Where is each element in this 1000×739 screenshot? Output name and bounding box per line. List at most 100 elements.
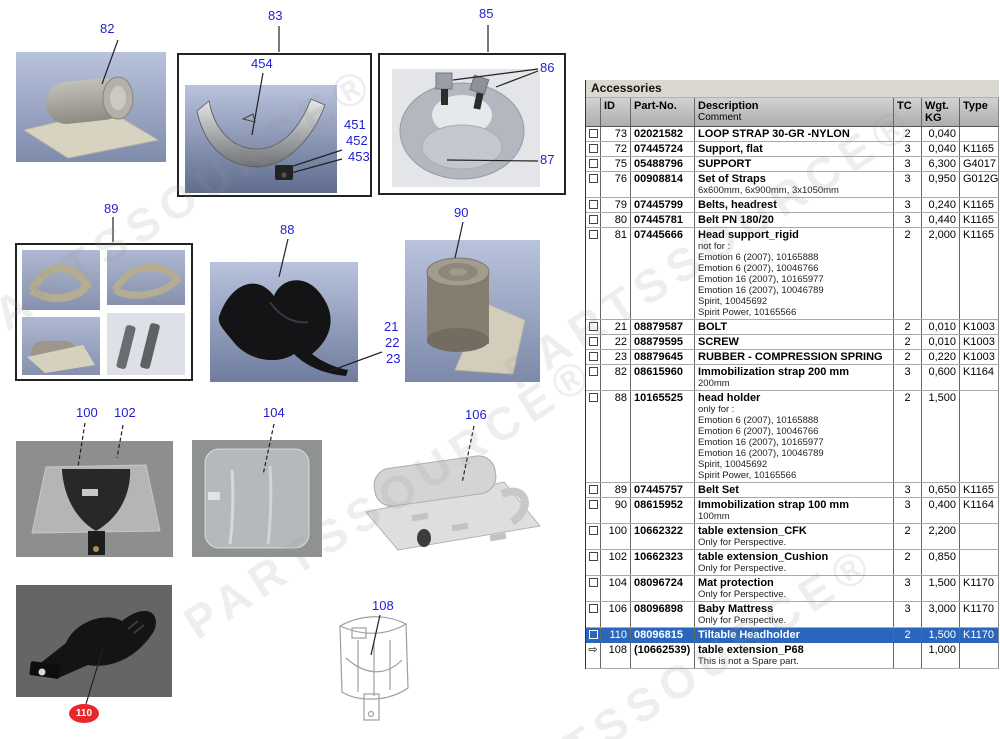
table-row[interactable]: 100 10662322 table extension_CFK Only fo… — [586, 524, 999, 550]
table-row[interactable]: 79 07445799 Belts, headrest 3 0,240 K116… — [586, 198, 999, 213]
row-type: K1165 — [960, 198, 999, 212]
header-tc[interactable]: TC — [894, 98, 922, 126]
row-checkbox-icon[interactable] — [588, 552, 598, 561]
row-marker[interactable] — [586, 498, 601, 523]
row-type — [960, 550, 999, 575]
row-marker[interactable] — [586, 602, 601, 627]
row-marker[interactable] — [586, 127, 601, 141]
row-marker[interactable] — [586, 524, 601, 549]
header-description[interactable]: Description Comment — [695, 98, 894, 126]
table-row[interactable]: 22 08879595 SCREW 2 0,010 K1003 — [586, 335, 999, 350]
row-checkbox-icon[interactable] — [588, 322, 598, 331]
row-marker[interactable] — [586, 576, 601, 601]
table-row[interactable]: 23 08879645 RUBBER - COMPRESSION SPRING … — [586, 350, 999, 365]
row-checkbox-icon[interactable] — [588, 144, 598, 153]
table-row[interactable]: 90 08615952 Immobilization strap 100 mm … — [586, 498, 999, 524]
callout-453[interactable]: 453 — [348, 149, 370, 164]
row-checkbox-icon[interactable] — [588, 526, 598, 535]
table-row[interactable]: 72 07445724 Support, flat 3 0,040 K1165 — [586, 142, 999, 157]
callout-86[interactable]: 86 — [540, 60, 555, 75]
table-row[interactable]: 104 08096724 Mat protection Only for Per… — [586, 576, 999, 602]
row-marker[interactable] — [586, 320, 601, 334]
callout-451[interactable]: 451 — [344, 117, 366, 132]
row-checkbox-icon[interactable] — [588, 215, 598, 224]
callout-110-badge[interactable]: 110 — [70, 705, 98, 722]
callout-22[interactable]: 22 — [385, 335, 400, 350]
table-row[interactable]: ⇨ 108 (10662539) table extension_P68 Thi… — [586, 643, 999, 669]
callout-89[interactable]: 89 — [104, 201, 119, 216]
row-checkbox-icon[interactable] — [588, 129, 598, 138]
row-comment: Emotion 6 (2007), 10165888 — [698, 415, 819, 426]
row-description-text: Belt Set — [698, 484, 739, 496]
callout-106[interactable]: 106 — [465, 407, 487, 422]
table-row[interactable]: 21 08879587 BOLT 2 0,010 K1003 — [586, 320, 999, 335]
callout-102[interactable]: 102 — [114, 405, 136, 420]
row-marker[interactable] — [586, 142, 601, 156]
callout-23[interactable]: 23 — [386, 351, 401, 366]
row-description: Immobilization strap 200 mm 200mm — [695, 365, 894, 390]
callout-88[interactable]: 88 — [280, 222, 295, 237]
row-id: 21 — [601, 320, 631, 334]
row-arrow-icon[interactable]: ⇨ — [586, 643, 601, 668]
table-row[interactable]: 89 07445757 Belt Set 3 0,650 K1165 — [586, 483, 999, 498]
callout-452[interactable]: 452 — [346, 133, 368, 148]
row-marker[interactable] — [586, 213, 601, 227]
callout-83[interactable]: 83 — [268, 8, 283, 23]
row-checkbox-icon[interactable] — [588, 337, 598, 346]
row-type: K1170 — [960, 576, 999, 601]
row-marker[interactable] — [586, 391, 601, 482]
header-type[interactable]: Type — [960, 98, 999, 126]
table-row[interactable]: 75 05488796 SUPPORT 3 6,300 G4017 — [586, 157, 999, 172]
table-row[interactable]: 88 10165525 head holder only for :Emotio… — [586, 391, 999, 483]
row-type: K1003 — [960, 320, 999, 334]
callout-82[interactable]: 82 — [100, 21, 115, 36]
row-checkbox-icon[interactable] — [588, 174, 598, 183]
callout-104[interactable]: 104 — [263, 405, 285, 420]
table-row[interactable]: 82 08615960 Immobilization strap 200 mm … — [586, 365, 999, 391]
callout-87[interactable]: 87 — [540, 152, 555, 167]
table-row[interactable]: 106 08096898 Baby Mattress Only for Pers… — [586, 602, 999, 628]
row-marker[interactable] — [586, 365, 601, 390]
row-marker[interactable] — [586, 157, 601, 171]
callout-100[interactable]: 100 — [76, 405, 98, 420]
header-id[interactable]: ID — [601, 98, 631, 126]
row-marker[interactable] — [586, 350, 601, 364]
table-row[interactable]: 80 07445781 Belt PN 180/20 3 0,440 K1165 — [586, 213, 999, 228]
header-wgt[interactable]: Wgt. KG — [922, 98, 960, 126]
callout-90[interactable]: 90 — [454, 205, 469, 220]
row-checkbox-icon[interactable] — [588, 630, 598, 639]
callout-21[interactable]: 21 — [384, 319, 399, 334]
table-row[interactable]: 102 10662323 table extension_Cushion Onl… — [586, 550, 999, 576]
row-checkbox-icon[interactable] — [588, 367, 598, 376]
callout-85[interactable]: 85 — [479, 6, 494, 21]
row-checkbox-icon[interactable] — [588, 159, 598, 168]
row-marker[interactable] — [586, 228, 601, 319]
table-row[interactable]: 76 00908814 Set of Straps 6x600mm, 6x900… — [586, 172, 999, 198]
callout-454[interactable]: 454 — [251, 56, 273, 71]
row-description-text: Set of Straps — [698, 173, 766, 185]
row-marker[interactable] — [586, 172, 601, 197]
row-checkbox-icon[interactable] — [588, 500, 598, 509]
table-row[interactable]: 110 08096815 Tiltable Headholder 2 1,500… — [586, 628, 999, 643]
row-marker[interactable] — [586, 335, 601, 349]
row-marker[interactable] — [586, 483, 601, 497]
row-checkbox-icon[interactable] — [588, 352, 598, 361]
row-checkbox-icon[interactable] — [588, 485, 598, 494]
row-part-no: 08615960 — [631, 365, 695, 390]
table-row[interactable]: 73 02021582 LOOP STRAP 30-GR -NYLON 2 0,… — [586, 127, 999, 142]
callout-108[interactable]: 108 — [372, 598, 394, 613]
table-row[interactable]: 81 07445666 Head support_rigid not for :… — [586, 228, 999, 320]
row-wgt: 0,440 — [922, 213, 960, 227]
row-checkbox-icon[interactable] — [588, 230, 598, 239]
row-checkbox-icon[interactable] — [588, 393, 598, 402]
row-checkbox-icon[interactable] — [588, 604, 598, 613]
row-description-text: Immobilization strap 200 mm — [698, 366, 849, 378]
row-checkbox-icon[interactable] — [588, 578, 598, 587]
header-part-no[interactable]: Part-No. — [631, 98, 695, 126]
row-checkbox-icon[interactable] — [588, 200, 598, 209]
row-marker[interactable] — [586, 550, 601, 575]
row-comment: Spirit, 10045692 — [698, 296, 768, 307]
row-marker[interactable] — [586, 198, 601, 212]
row-marker[interactable] — [586, 628, 601, 642]
row-description: Baby Mattress Only for Perspective. — [695, 602, 894, 627]
